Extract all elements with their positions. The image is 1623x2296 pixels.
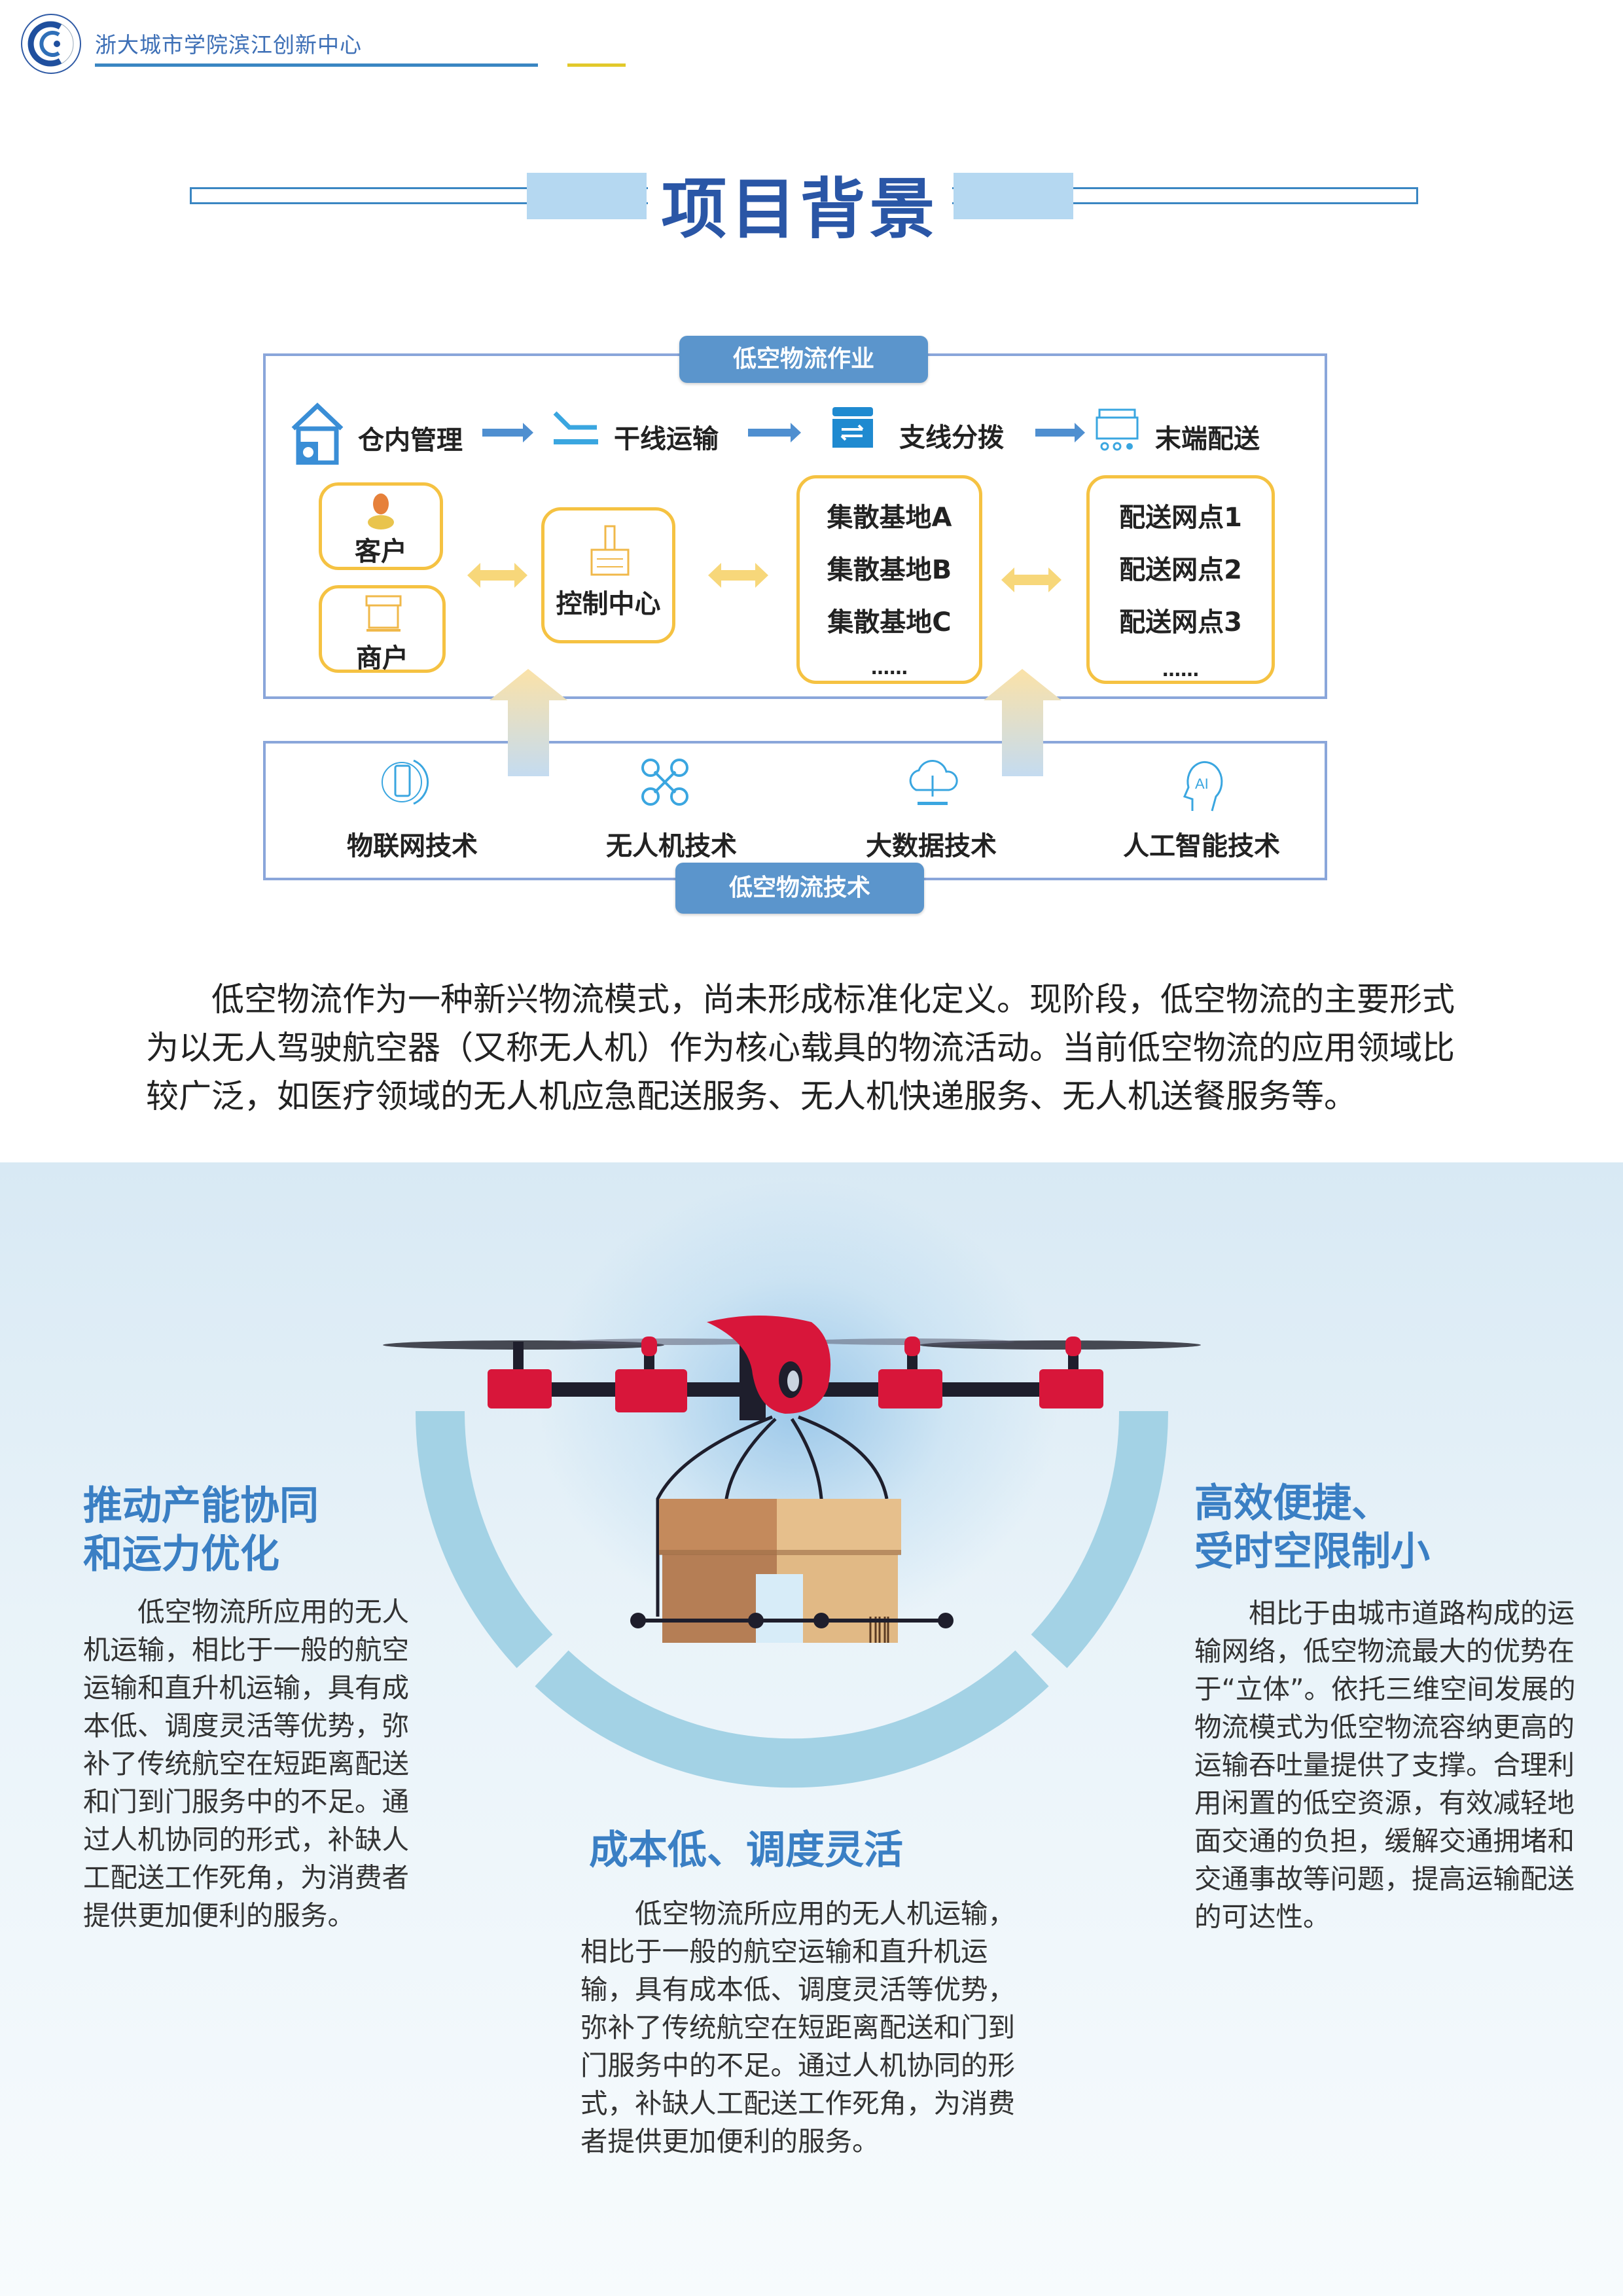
- feature-capacity: 推动产能协同 和运力优化 低空物流所应用的无人 机运输，相比于一般的航空 运输和…: [83, 1482, 409, 1935]
- double-arrow-icon: [1001, 567, 1061, 592]
- feature-body-line: 的可达性。: [1194, 1901, 1330, 1933]
- customer-box: 客户: [319, 482, 443, 570]
- delivery-point-more: ……: [1162, 659, 1199, 681]
- title-background: [648, 164, 952, 229]
- technology-label: 低空物流技术: [675, 863, 924, 914]
- flow-step-trunk: 干线运输: [614, 424, 719, 454]
- delivery-drone-illustration: [383, 1316, 1201, 1643]
- control-tower-icon: [590, 525, 630, 576]
- drone-tech-icon: [641, 759, 688, 806]
- intro-paragraph-line: 低空物流作为一种新兴物流模式，尚未形成标准化定义。现阶段，低空物流的主要形式: [211, 980, 1455, 1018]
- feature-body-line: 式，补缺人工配送工作死角，为消费: [580, 2087, 1016, 2119]
- package-box: [659, 1499, 901, 1643]
- delivery-points-box: 配送网点1 配送网点2 配送网点3 ……: [1086, 475, 1275, 684]
- feature-cost: 成本低、调度灵活: [589, 1826, 903, 1874]
- flow-step-branch: 支线分拨: [899, 423, 1004, 453]
- iot-icon: [382, 759, 429, 805]
- feature-title: 高效便捷、: [1194, 1480, 1391, 1526]
- arc-left-segment: [415, 1410, 553, 1668]
- sorting-icon: [832, 407, 873, 448]
- hub-item: 集散基地B: [827, 555, 952, 585]
- feature-body-line: 本低、调度灵活等优势，弥: [83, 1710, 410, 1742]
- feature-title: 推动产能协同: [83, 1483, 319, 1529]
- feature-body-line: 过人机协同的形式，补缺人: [83, 1823, 410, 1856]
- header-divider: [95, 63, 538, 67]
- person-icon: [368, 493, 394, 529]
- double-arrow-icon: [467, 563, 527, 588]
- tech-iot: 物联网技术: [347, 831, 478, 861]
- flow-arrow: [482, 423, 533, 442]
- feature-body-line: 工配送工作死角，为消费者: [83, 1861, 410, 1893]
- double-arrow-icon: [708, 563, 768, 588]
- feature-title: 成本低、调度灵活: [589, 1827, 903, 1873]
- delivery-point-item: 配送网点3: [1119, 607, 1242, 637]
- feature-body-line: 于“立体”。依托三维空间发展的: [1194, 1673, 1576, 1705]
- feature-body-line: 低空物流所应用的无人机运输，: [635, 1897, 1016, 1929]
- storefront-icon: [365, 595, 402, 632]
- feature-title: 受时空限制小: [1194, 1529, 1430, 1575]
- up-arrow-icon: [984, 669, 1061, 776]
- title-block-right: [954, 173, 1073, 219]
- feature-body-line: 提供更加便利的服务。: [83, 1899, 355, 1931]
- page-title: 项目背景: [661, 171, 939, 247]
- feature-body-line: 交通事故等问题，提高运输配送: [1194, 1863, 1575, 1895]
- up-arrow-icon: [490, 669, 567, 776]
- hub-item: 集散基地A: [827, 503, 952, 533]
- customer-label: 客户: [355, 537, 407, 567]
- feature-body-line: 弥补了传统航空在短距离配送和门到: [580, 2011, 1016, 2043]
- feature-body-line: 低空物流所应用的无人: [137, 1596, 410, 1628]
- tech-big-data: 大数据技术: [866, 831, 997, 861]
- feature-body-line: 相比于由城市道路构成的运: [1249, 1597, 1575, 1629]
- feature-body-line: 和门到门服务中的不足。通: [83, 1785, 410, 1818]
- feature-body-line: 相比于一般的航空运输和直升机运: [580, 1935, 988, 1967]
- feature-cost-body: 低空物流所应用的无人机运输， 相比于一般的航空运输和直升机运 输，具有成本低、调…: [580, 1895, 1015, 2161]
- header-accent-line: [567, 63, 626, 67]
- feature-body-line: 运输和直升机运输，具有成: [83, 1672, 410, 1704]
- operations-label: 低空物流作业: [679, 336, 928, 383]
- feature-body-line: 输网络，低空物流最大的优势在: [1194, 1635, 1575, 1667]
- logo-emblem-icon: [21, 14, 81, 74]
- feature-body-line: 门服务中的不足。通过人机协同的形: [580, 2049, 1016, 2081]
- warehouse-icon: [291, 403, 344, 465]
- title-block-left: [527, 173, 647, 219]
- delivery-point-item: 配送网点2: [1119, 555, 1242, 585]
- arc-bottom-segment: [535, 1650, 1049, 1788]
- feature-body-line: 面交通的负担，缓解交通拥堵和: [1194, 1825, 1575, 1857]
- feature-body-line: 物流模式为低空物流容纳更高的: [1194, 1711, 1575, 1743]
- feature-body-line: 机运输，相比于一般的航空: [83, 1634, 410, 1666]
- arc-right-segment: [1031, 1410, 1169, 1668]
- airplane-icon: [553, 411, 598, 444]
- hubs-box: 集散基地A 集散基地B 集散基地C ……: [796, 475, 982, 684]
- org-logo: [20, 12, 82, 75]
- feature-title: 和运力优化: [83, 1532, 279, 1577]
- intro-paragraph-line: 为以无人驾驶航空器（又称无人机）作为核心载具的物流活动。当前低空物流的应用领域比: [146, 1029, 1455, 1067]
- flow-step-warehouse: 仓内管理: [358, 425, 463, 456]
- delivery-point-item: 配送网点1: [1119, 503, 1242, 533]
- feature-efficiency: 高效便捷、 受时空限制小 相比于由城市道路构成的运 输网络，低空物流最大的优势在…: [1194, 1479, 1576, 1936]
- hub-item: 集散基地C: [827, 607, 952, 637]
- control-center-box: 控制中心: [541, 507, 675, 643]
- flow-arrow: [748, 423, 801, 442]
- feature-body-line: 者提供更加便利的服务。: [580, 2125, 880, 2157]
- merchant-box: 商户: [319, 585, 446, 673]
- feature-body-line: 运输吞吐量提供了支撑。合理利: [1194, 1749, 1575, 1781]
- feature-body-line: 用闲置的低空资源，有效减轻地: [1194, 1787, 1575, 1819]
- flow-step-last-mile: 末端配送: [1155, 424, 1260, 454]
- feature-body-line: 输，具有成本低、调度灵活等优势，: [580, 1973, 1016, 2005]
- delivery-cart-icon: [1096, 408, 1139, 451]
- control-center-label: 控制中心: [556, 589, 661, 619]
- ai-head-icon: AI: [1183, 761, 1223, 812]
- org-name: 浙大城市学院滨江创新中心: [95, 32, 362, 58]
- feature-body-line: 补了传统航空在短距离配送: [83, 1748, 410, 1780]
- flow-arrow: [1035, 423, 1085, 442]
- intro-paragraph-line: 较广泛，如医疗领域的无人机应急配送服务、无人机快递服务、无人机送餐服务等。: [146, 1077, 1357, 1115]
- merchant-label: 商户: [356, 643, 408, 673]
- svg-text:AI: AI: [1195, 776, 1209, 792]
- cloud-data-icon: [909, 759, 958, 805]
- hub-more: ……: [871, 657, 908, 679]
- technology-panel: [263, 741, 1327, 880]
- tech-drone: 无人机技术: [606, 831, 737, 861]
- tech-ai: 人工智能技术: [1123, 831, 1280, 861]
